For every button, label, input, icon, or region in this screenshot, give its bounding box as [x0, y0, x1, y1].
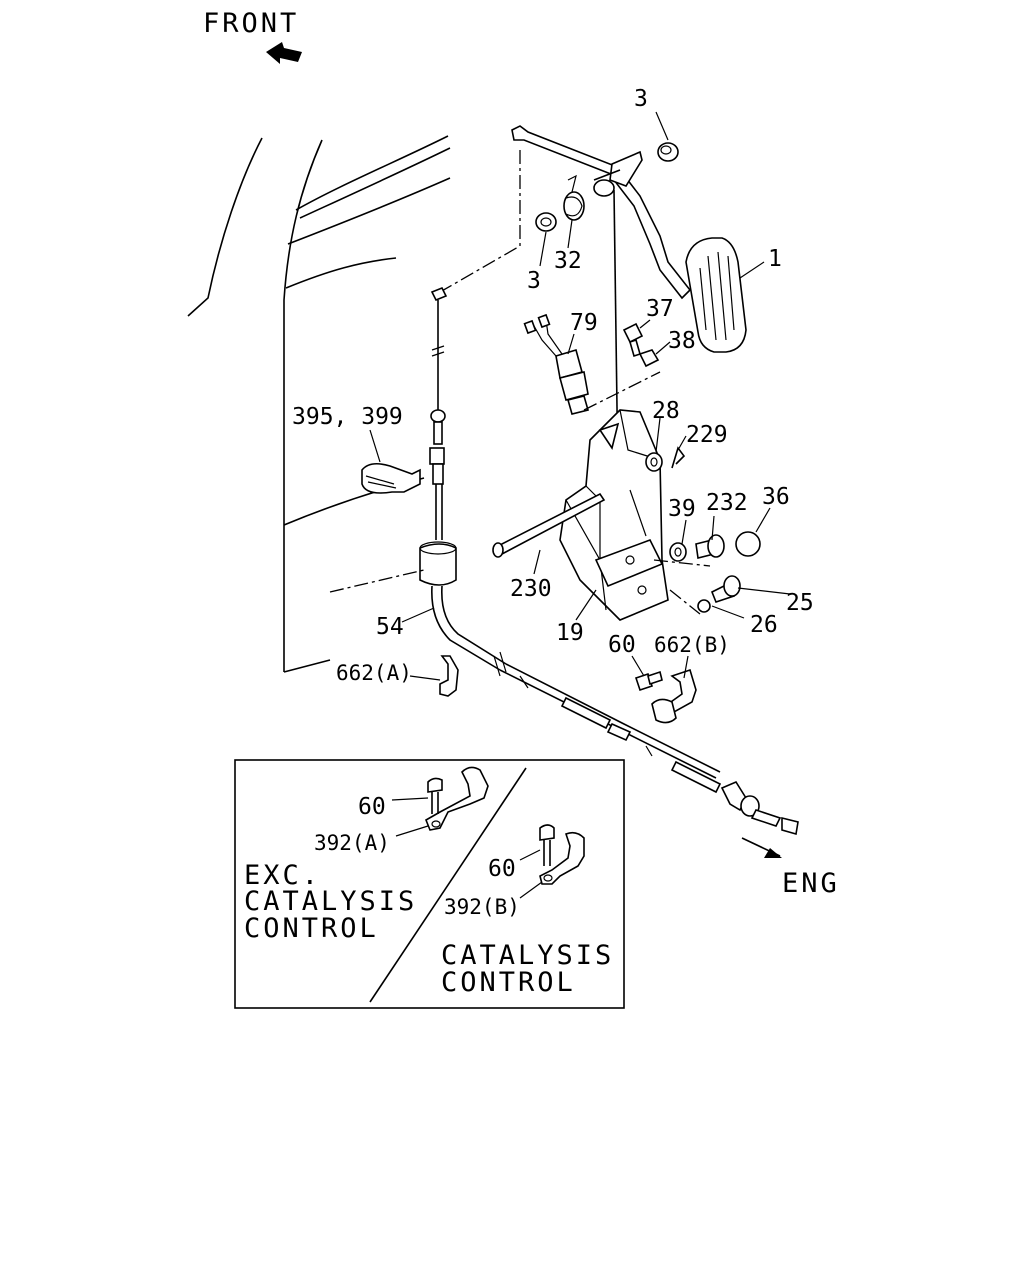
bolt-60-main: [634, 670, 663, 692]
inset-right-line2: CONTROL: [441, 967, 576, 998]
engine-arrow-icon: [764, 848, 782, 858]
callout-395-399: 395, 399: [292, 404, 403, 430]
inset-bolt-60-b: [539, 824, 555, 866]
alignment-line-3: [653, 559, 711, 567]
pedal-bracket: [559, 409, 669, 621]
callout-232: 232: [706, 490, 748, 516]
callout-230: 230: [510, 576, 552, 602]
callout-19: 19: [556, 620, 584, 646]
callout-79: 79: [570, 310, 598, 336]
engine-label: ENG: [782, 868, 840, 899]
stop-switch: [523, 313, 589, 415]
bushing-bottom: [535, 212, 557, 232]
bushing-top: [657, 142, 679, 162]
callout-26: 26: [750, 612, 778, 638]
leader-lines: [369, 111, 791, 681]
cable-clip-a: [439, 655, 459, 697]
callout-36: 36: [762, 484, 790, 510]
alignment-line-2: [583, 371, 661, 411]
engine-direction: [741, 837, 782, 858]
front-label: FRONT: [203, 8, 299, 39]
variant-inset: 60 392(A) 60 392(B) EXC. CATALYSIS CONTR…: [234, 759, 625, 1009]
front-arrow-icon: [266, 42, 302, 64]
cap-36: [735, 531, 761, 557]
washer-28: [645, 452, 663, 472]
stopper-bolt-232: [695, 534, 725, 559]
alignment-line-1: [329, 569, 425, 593]
inset-left-line1: EXC.: [244, 860, 321, 891]
callout-1: 1: [768, 246, 782, 272]
pivot-bolt: [492, 492, 606, 558]
callout-3-top: 3: [634, 86, 648, 112]
cable-band-clamp: [361, 462, 421, 494]
bolt-25: [710, 575, 741, 603]
nut-39: [669, 542, 687, 562]
callout-54: 54: [376, 614, 404, 640]
callout-37: 37: [646, 296, 674, 322]
inset-right-line1: CATALYSIS: [441, 940, 614, 971]
callout-39: 39: [668, 496, 696, 522]
pedal-arm: [511, 125, 692, 300]
clip-229: [671, 446, 686, 469]
inset-left-line3: CONTROL: [244, 913, 379, 944]
inset-callout-60-a: 60: [358, 794, 386, 820]
inset-bolt-60-a: [427, 777, 443, 814]
callout-3-bottom: 3: [527, 268, 541, 294]
callout-229: 229: [686, 422, 728, 448]
inset-left-line2: CATALYSIS: [244, 886, 417, 917]
callout-60-main: 60: [608, 632, 636, 658]
alignment-line-4: [669, 589, 701, 615]
bolt-37: [622, 322, 644, 358]
inset-callout-60-b: 60: [488, 856, 516, 882]
inset-clip-392a: [424, 766, 489, 831]
callout-662b: 662(B): [654, 633, 730, 657]
inset-callout-392a: 392(A): [314, 831, 390, 855]
body-panel-outline: [187, 135, 451, 673]
callout-25: 25: [786, 590, 814, 616]
inset-clip-392b: [539, 831, 585, 885]
callout-32: 32: [554, 248, 582, 274]
inset-callout-392b: 392(B): [444, 895, 520, 919]
accelerator-cable: [419, 150, 799, 836]
nut-38: [638, 349, 660, 368]
callout-662a: 662(A): [336, 661, 412, 685]
callout-28: 28: [652, 398, 680, 424]
accelerator-pedal-pad: [685, 237, 747, 353]
cable-clip-b: [651, 668, 697, 724]
washer-26: [697, 599, 711, 613]
callout-38: 38: [668, 328, 696, 354]
return-spring: [563, 174, 585, 221]
